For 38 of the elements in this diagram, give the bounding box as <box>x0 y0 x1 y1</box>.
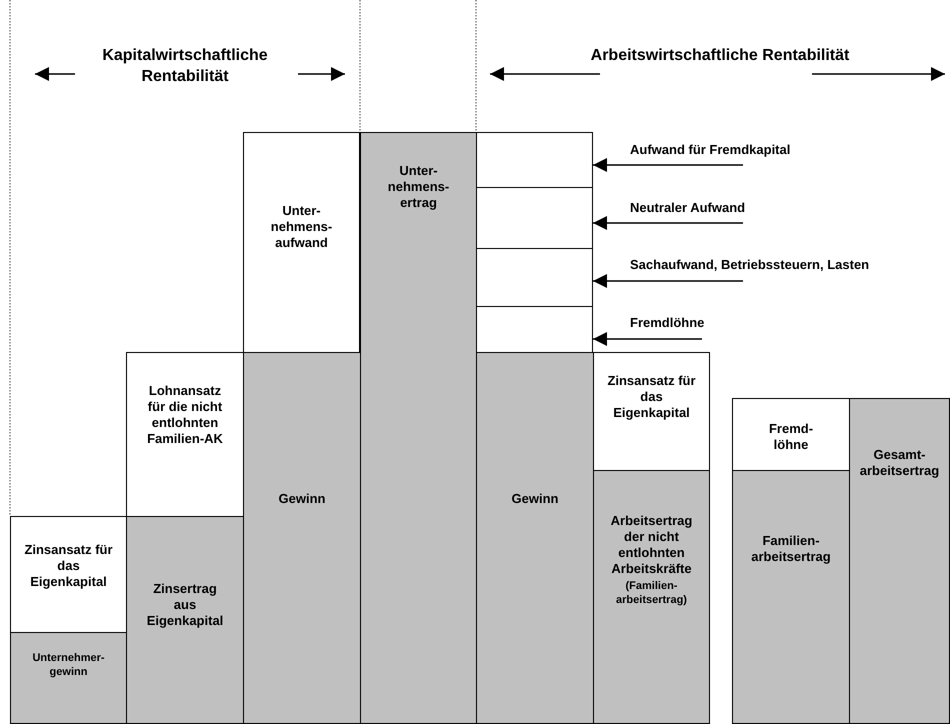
segment-label: Lohnansatz für die nicht entlohnten Familien-AK <box>146 383 224 447</box>
segment-label: Arbeitsertrag der nicht entlohnten Arbeitskräfte <box>610 513 694 577</box>
segment-label: Fremd- löhne <box>768 421 814 453</box>
bar-segment <box>360 132 477 724</box>
bar-segment <box>126 516 244 724</box>
segment-label: Zinsansatz für das Eigenkapital <box>24 542 113 590</box>
annotation-text: Sachaufwand, Betriebssteuern, Lasten <box>630 257 870 283</box>
bar-segment <box>476 352 594 724</box>
bar-segment <box>243 352 361 724</box>
arrow <box>593 332 702 346</box>
segment-label: Zinsansatz für das Eigenkapital <box>607 373 696 421</box>
segment-label: Unternehmer- gewinn <box>31 651 106 679</box>
bar-segment <box>732 470 850 724</box>
arrow <box>593 216 743 230</box>
bar-segment <box>10 632 127 724</box>
segment-label: Familien- arbeitsertrag <box>750 533 832 565</box>
annotation-text: Fremdlöhne <box>630 315 704 341</box>
annotation-text: Neutraler Aufwand <box>630 200 746 225</box>
bar-segment <box>732 398 850 471</box>
segment-label: Unter- nehmens- ertrag <box>386 163 450 211</box>
segment-label: Zinsertrag aus Eigenkapital <box>146 581 224 629</box>
segment-label: Gewinn <box>510 491 560 507</box>
segment-label: Gesamt- arbeitsertrag <box>858 447 940 479</box>
heading-label: Kapitalwirtschaftliche Rentabilität <box>101 46 269 87</box>
bar-segment <box>593 352 710 471</box>
bar-segment <box>10 516 127 633</box>
segment-label: Unter- nehmens- aufwand <box>270 203 334 251</box>
bar-segment <box>243 132 360 353</box>
heading-label: Arbeitswirtschaftliche Rentabilität <box>590 46 850 66</box>
arrow <box>593 274 743 288</box>
bar-segment <box>126 352 244 517</box>
bar-segment <box>476 132 593 188</box>
annotation-text: Aufwand für Fremdkapital <box>630 142 790 167</box>
arrow <box>593 158 743 172</box>
bar-segment <box>593 470 710 724</box>
segment-label: Gewinn <box>278 491 326 507</box>
bar-segment <box>849 398 950 724</box>
segment-label: (Familien- arbeitsertrag) <box>615 579 688 607</box>
